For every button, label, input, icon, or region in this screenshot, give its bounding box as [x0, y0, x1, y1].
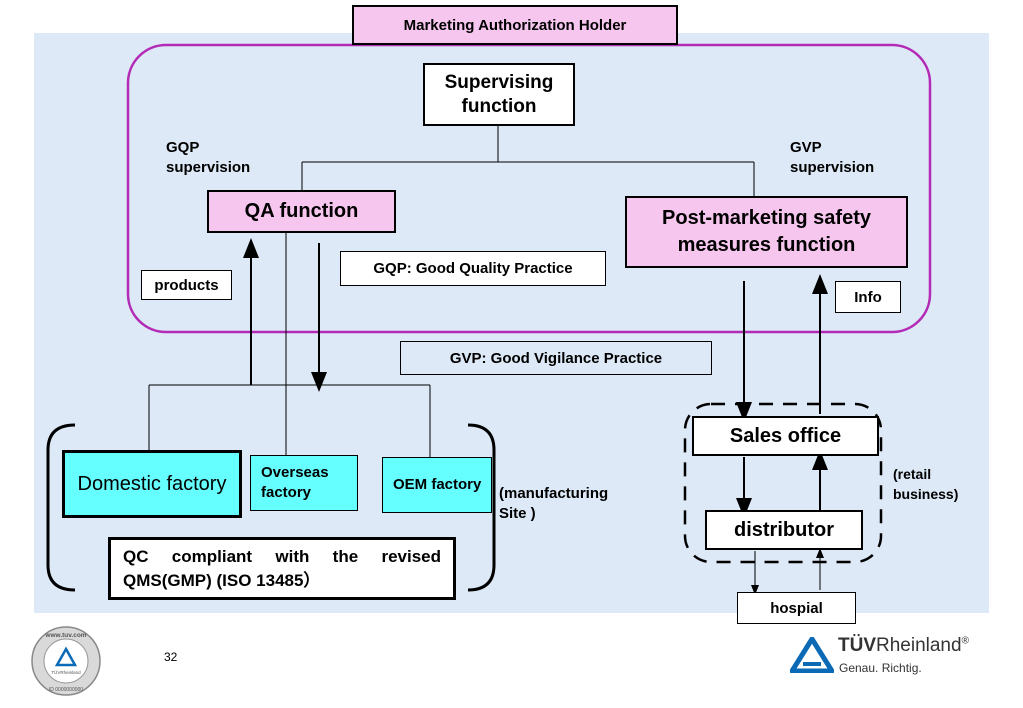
post-marketing-box: Post-marketing safety measures function [625, 196, 908, 268]
gqp-definition-box: GQP: Good Quality Practice [340, 251, 606, 286]
oem-factory-box: OEM factory [382, 457, 492, 513]
tuv-logo: TÜVRheinland® Genau. Richtig. [790, 633, 1000, 683]
tuv-registered: ® [961, 635, 969, 647]
gqp-supervision-label: GQP supervision [166, 139, 251, 176]
tuv-seal: www.tuv.com TÜVRheinland ID 0000000000 [30, 625, 102, 697]
tuv-brand-text: TÜVRheinland® [838, 635, 969, 657]
distributor-box: distributor [705, 510, 863, 550]
gqp-definition: GQP: Good Quality Practice [373, 260, 573, 277]
overseas-factory-box: Overseas factory [250, 455, 358, 511]
products-box: products [141, 270, 232, 300]
mah-frame [126, 43, 932, 334]
supervising-function-label: Supervising function [444, 71, 554, 117]
qc-note-box: QC compliant with the revised QMS(GMP) (… [108, 537, 456, 600]
page-number: 32 [164, 650, 178, 664]
qa-function-label: QA function [244, 200, 359, 222]
tuv-triangle-icon [790, 637, 834, 673]
qc-note: QC compliant with the revised QMS(GMP) (… [123, 546, 441, 590]
mah-title: Marketing Authorization Holder [403, 16, 627, 34]
domestic-factory-box: Domestic factory [62, 450, 242, 518]
oem-factory-label: OEM factory [393, 476, 482, 493]
manufacturing-site-label: (manufacturing Site ) [499, 485, 609, 522]
retail-frame [683, 402, 883, 564]
gvp-definition-box: GVP: Good Vigilance Practice [400, 341, 712, 375]
tuv-brand-bold: TÜV [838, 635, 876, 656]
tuv-brand-light: Rheinland [876, 635, 962, 656]
domestic-factory-label: Domestic factory [77, 473, 227, 495]
seal-text: www.tuv.com [44, 632, 86, 639]
sales-office-box: Sales office [692, 416, 879, 456]
overseas-factory-label: Overseas factory [261, 464, 329, 501]
tuv-seal-icon: www.tuv.com TÜVRheinland ID 0000000000 [31, 626, 101, 696]
info-label: Info [854, 288, 882, 306]
post-marketing-label: Post-marketing safety measures function [662, 207, 871, 256]
hospital-box: hospial [737, 592, 856, 624]
info-box: Info [835, 281, 901, 313]
qa-function-box: QA function [207, 190, 396, 233]
products-label: products [154, 276, 219, 294]
gvp-definition: GVP: Good Vigilance Practice [449, 349, 663, 367]
tuv-tagline: Genau. Richtig. [839, 661, 922, 675]
mah-title-box: Marketing Authorization Holder [352, 5, 678, 45]
retail-business-label: (retail business) [893, 466, 959, 502]
distributor-label: distributor [734, 518, 834, 541]
seal-inner: TÜVRheinland [51, 669, 81, 675]
supervising-function-box: Supervising function [423, 63, 575, 126]
gvp-supervision-label: GVP supervision [790, 139, 875, 176]
sales-office-label: Sales office [729, 424, 842, 447]
hospital-label: hospial [770, 599, 823, 617]
seal-id: ID 0000000000 [49, 687, 83, 693]
